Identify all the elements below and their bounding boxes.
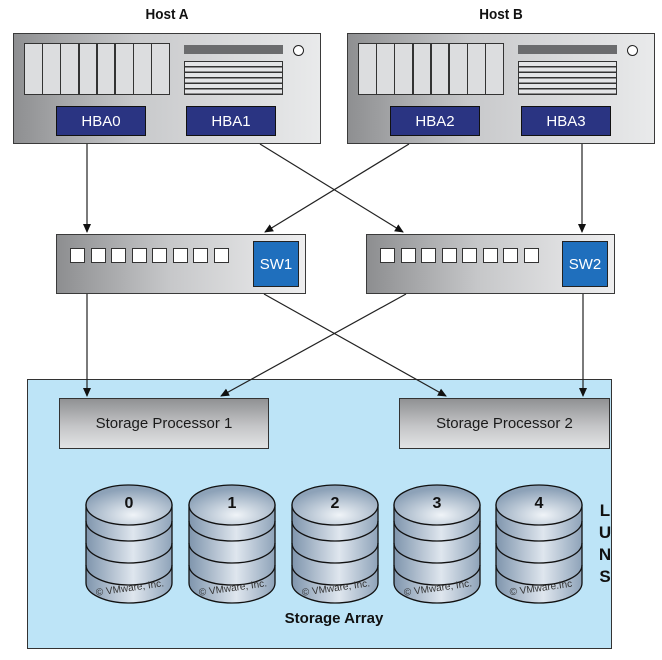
storage-processor-1[interactable]: Storage Processor 1 [59, 398, 269, 449]
lun-0-disk[interactable] [85, 484, 173, 604]
host-a-title: Host A [145, 6, 189, 23]
hba1[interactable]: HBA1 [186, 106, 276, 136]
host-a[interactable]: HBA0 HBA1 [13, 33, 321, 144]
wire-hba2-sw1 [264, 143, 410, 233]
switch-sw1[interactable]: SW1 [56, 234, 306, 294]
host-b-title: Host B [479, 6, 523, 23]
power-led-icon [293, 45, 304, 56]
lun-4-label: 4 [534, 495, 544, 512]
wire-sw2-sp1 [220, 293, 407, 397]
optical-slot [518, 45, 617, 54]
switch-ports [380, 248, 539, 263]
lun-2-disk[interactable] [291, 484, 379, 604]
hba2[interactable]: HBA2 [390, 106, 480, 136]
hba0[interactable]: HBA0 [56, 106, 146, 136]
optical-slot [184, 45, 283, 54]
lun-4-disk[interactable] [495, 484, 583, 604]
lun-2-label: 2 [330, 495, 340, 512]
drive-bays [24, 43, 170, 95]
sw1-label: SW1 [253, 241, 299, 287]
sw2-label: SW2 [562, 241, 608, 287]
drive-bays [358, 43, 504, 95]
lun-3-disk[interactable] [393, 484, 481, 604]
switch-ports [70, 248, 229, 263]
vent-grille [184, 61, 283, 95]
luns-label: L U N S [598, 501, 612, 586]
power-led-icon [627, 45, 638, 56]
lun-1-disk[interactable] [188, 484, 276, 604]
wire-hba1-sw2 [259, 143, 404, 233]
wire-sw1-sp2 [263, 293, 447, 397]
lun-3-label: 3 [432, 495, 442, 512]
switch-sw2[interactable]: SW2 [366, 234, 615, 294]
storage-processor-2[interactable]: Storage Processor 2 [399, 398, 610, 449]
lun-1-label: 1 [227, 495, 237, 512]
lun-0-label: 0 [124, 495, 134, 512]
vent-grille [518, 61, 617, 95]
host-b[interactable]: HBA2 HBA3 [347, 33, 655, 144]
storage-array-title: Storage Array [284, 610, 384, 627]
hba3[interactable]: HBA3 [521, 106, 611, 136]
